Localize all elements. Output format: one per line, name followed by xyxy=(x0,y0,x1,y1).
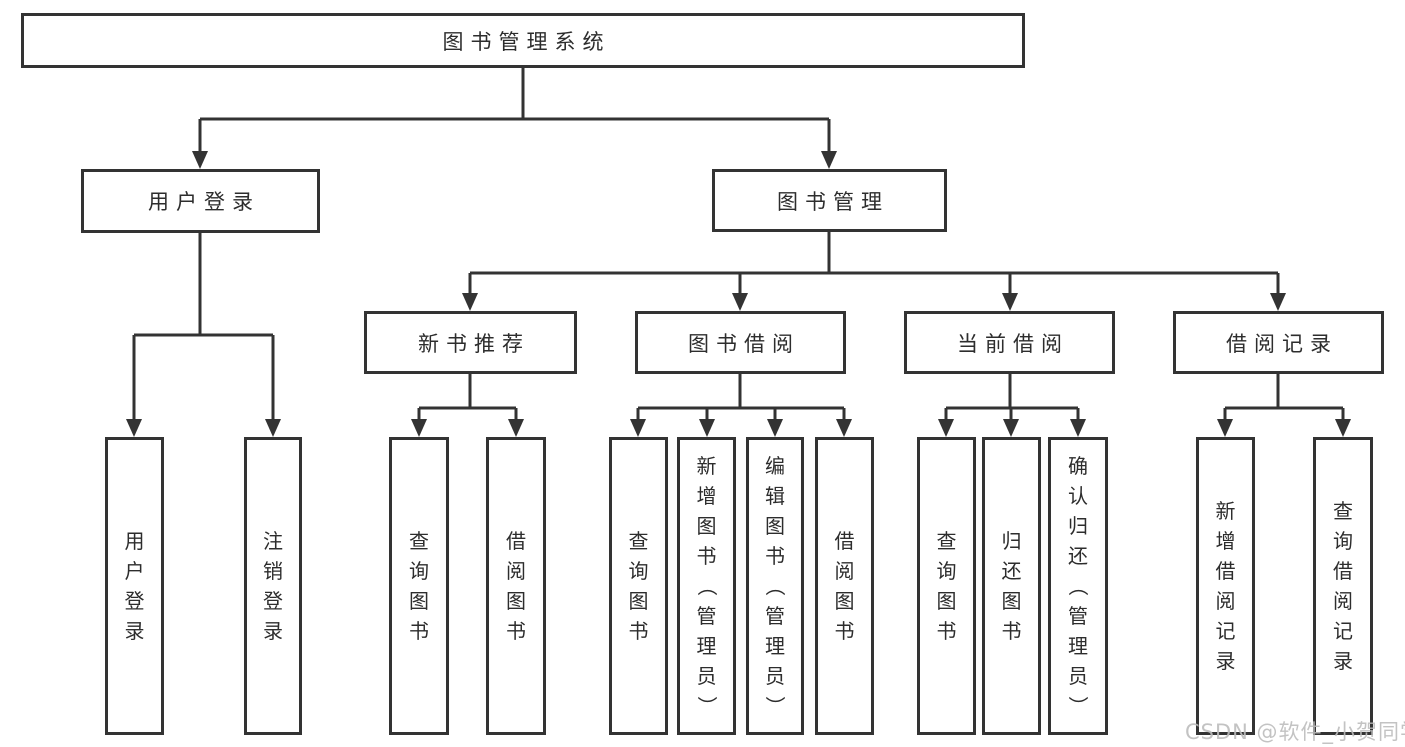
leaf-borrow-book-recommend: 借阅图书 xyxy=(486,437,546,735)
leaf-query-book-current: 查询图书 xyxy=(917,437,976,735)
node-root-system: 图书管理系统 xyxy=(21,13,1025,68)
leaf-return-book: 归还图书 xyxy=(982,437,1041,735)
leaf-query-book-borrow: 查询图书 xyxy=(609,437,668,735)
leaf-borrow-book: 借阅图书 xyxy=(815,437,874,735)
csdn-watermark: CSDN @软件_小贺同学 xyxy=(1185,720,1405,744)
node-book-borrow: 图书借阅 xyxy=(635,311,846,374)
leaf-query-borrow-record: 查询借阅记录 xyxy=(1313,437,1373,735)
node-book-management: 图书管理 xyxy=(712,169,947,232)
leaf-add-borrow-record: 新增借阅记录 xyxy=(1196,437,1255,735)
arrowheads xyxy=(126,151,1351,437)
node-user-login: 用户登录 xyxy=(81,169,320,233)
node-new-book-recommend: 新书推荐 xyxy=(364,311,577,374)
leaf-query-book-recommend: 查询图书 xyxy=(389,437,449,735)
leaf-logout: 注销登录 xyxy=(244,437,302,735)
node-borrow-records: 借阅记录 xyxy=(1173,311,1384,374)
leaf-user-login: 用户登录 xyxy=(105,437,164,735)
leaf-add-book-admin: 新增图书（管理员） xyxy=(677,437,736,735)
leaf-confirm-return-admin: 确认归还（管理员） xyxy=(1048,437,1108,735)
leaf-edit-book-admin: 编辑图书（管理员） xyxy=(746,437,804,735)
node-current-borrow: 当前借阅 xyxy=(904,311,1115,374)
